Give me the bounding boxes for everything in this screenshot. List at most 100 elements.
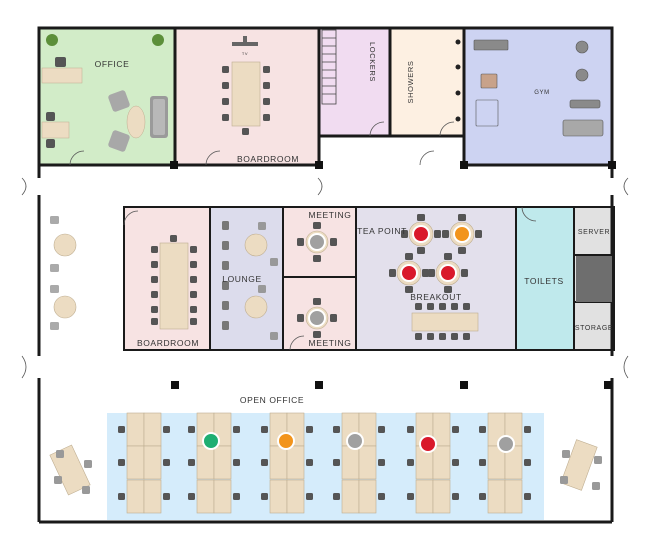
chair-icon — [417, 214, 425, 221]
chair-icon — [118, 493, 125, 500]
chair-icon — [297, 314, 304, 322]
chair-icon — [151, 246, 158, 253]
server-rack — [576, 256, 612, 302]
chair-icon — [50, 216, 59, 224]
room-label-server: SERVER — [578, 229, 610, 236]
chair-icon — [439, 303, 446, 310]
door-swing-toilets — [521, 206, 537, 222]
column — [315, 161, 323, 169]
chair-icon — [56, 450, 64, 458]
desk — [196, 479, 215, 514]
door-swing-bottom-right — [623, 355, 629, 379]
room-label-tv: TV — [242, 51, 248, 56]
office-armchair — [108, 130, 130, 152]
chair-icon — [475, 230, 482, 238]
chair-icon — [452, 493, 459, 500]
bike-icon — [575, 40, 589, 54]
room-labels: OFFICE BOARDROOM LOCKERS SHOWERS GYM TV … — [95, 42, 613, 405]
chair-icon — [222, 82, 229, 89]
room-label-lounge: LOUNGE — [222, 274, 262, 284]
chair-icon — [82, 486, 90, 494]
door-swing-meeting — [289, 335, 305, 351]
chair-icon — [479, 493, 486, 500]
chair-icon — [118, 459, 125, 466]
desk — [432, 445, 451, 480]
tv — [232, 36, 258, 46]
chair-icon — [222, 66, 229, 73]
chair-icon — [434, 230, 441, 238]
chair-icon — [444, 253, 452, 260]
chair-icon — [405, 253, 413, 260]
shower-head — [455, 90, 461, 96]
shower-head — [455, 116, 461, 122]
office-desk — [41, 67, 83, 84]
door-gap-left-top — [34, 178, 44, 195]
door-swing-entry-left — [21, 177, 27, 196]
doors — [21, 121, 629, 379]
chair-icon — [415, 303, 422, 310]
desk — [415, 479, 434, 514]
chair-icon — [54, 476, 62, 484]
room-label-meeting-bottom: MEETING — [309, 338, 352, 348]
column — [608, 161, 616, 169]
breakout-long-table — [411, 312, 479, 332]
chair-icon — [427, 303, 434, 310]
chair-icon — [524, 426, 531, 433]
chair-icon — [333, 426, 340, 433]
chair-icon — [405, 286, 413, 293]
chair-icon — [401, 230, 408, 238]
chair-icon — [452, 459, 459, 466]
lounge-round-table — [244, 233, 268, 257]
chair-icon — [84, 460, 92, 468]
chair-icon — [452, 426, 459, 433]
chair-icon — [263, 66, 270, 73]
chair-icon — [458, 247, 466, 254]
chair-icon — [439, 333, 446, 340]
desk — [286, 479, 305, 514]
chair-icon — [428, 269, 435, 277]
door-gap-right-top — [607, 178, 617, 195]
chair-icon — [463, 333, 470, 340]
desk — [341, 479, 360, 514]
lockers-stair-treads — [322, 37, 336, 95]
column — [460, 161, 468, 169]
column — [604, 381, 612, 389]
marker-meeting-top — [308, 233, 326, 251]
desk — [269, 479, 288, 514]
columns — [170, 161, 616, 389]
chair-icon — [594, 456, 602, 464]
chair-icon — [562, 450, 570, 458]
toilets-floor — [516, 207, 574, 350]
room-label-breakout: BREAKOUT — [410, 292, 462, 302]
chair-icon — [190, 246, 197, 253]
column — [171, 381, 179, 389]
chair-icon — [261, 493, 268, 500]
door-swing-bottom-left — [21, 355, 27, 379]
desk — [126, 445, 145, 480]
lounge-round-table — [53, 233, 77, 257]
boardroom-top-table — [231, 61, 261, 127]
showers-floor — [390, 28, 464, 136]
chair-icon — [451, 303, 458, 310]
chair-icon — [261, 426, 268, 433]
office-coffee-table — [126, 105, 146, 139]
office-desk-chair — [55, 57, 66, 67]
chair-icon — [415, 333, 422, 340]
chair-icon — [258, 285, 266, 293]
chair-icon — [270, 258, 278, 266]
door-swing-office — [69, 150, 85, 166]
marker-desk-cluster-4 — [346, 432, 364, 450]
chair-icon — [461, 269, 468, 277]
chair-icon — [417, 247, 425, 254]
door-swing-entry-right — [623, 177, 629, 196]
room-label-meeting-top: MEETING — [309, 210, 352, 220]
desk — [358, 445, 377, 480]
chair-icon — [190, 291, 197, 298]
room-label-storage: STORAGE — [575, 325, 613, 332]
middle-block-wall — [123, 206, 615, 351]
chair-icon — [170, 235, 177, 242]
chair-icon — [592, 482, 600, 490]
marker-tea-point-2 — [453, 225, 471, 243]
room-label-boardroom-top: BOARDROOM — [237, 154, 299, 164]
bench-press-icon — [473, 39, 509, 51]
